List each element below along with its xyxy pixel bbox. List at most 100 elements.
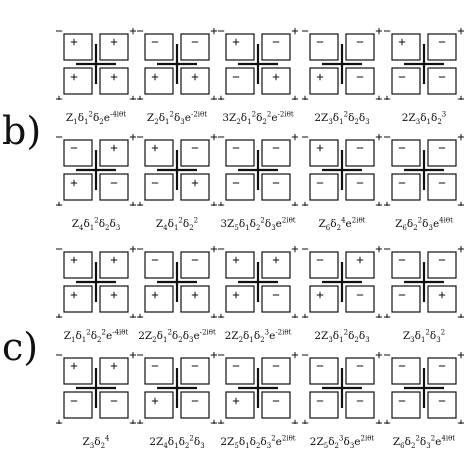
square-4 bbox=[180, 67, 210, 95]
inner-sign-4 bbox=[191, 291, 199, 299]
corner-sign-2 bbox=[457, 28, 464, 35]
square-4 bbox=[99, 391, 129, 419]
corner-sign-2 bbox=[375, 352, 382, 359]
diagram-caption: 2Z2δ1δ23e-2iθt bbox=[224, 328, 292, 345]
square-3 bbox=[63, 391, 93, 419]
diagram-c1-2: 2Z2δ12δ2δ3e-2iθt bbox=[137, 246, 217, 344]
square-2 bbox=[261, 139, 291, 167]
square-1 bbox=[309, 357, 339, 385]
square-2 bbox=[427, 357, 457, 385]
square-4 bbox=[427, 285, 457, 313]
corner-sign-3 bbox=[302, 419, 309, 424]
inner-sign-4 bbox=[438, 291, 446, 299]
square-1 bbox=[309, 139, 339, 167]
corner-sign-3 bbox=[137, 201, 144, 206]
diagram-caption: 2Z4δ1δ22δ3 bbox=[149, 434, 205, 451]
square-1 bbox=[144, 33, 174, 61]
square-1 bbox=[144, 139, 174, 167]
square-2 bbox=[99, 139, 129, 167]
corner-sign-4 bbox=[291, 201, 298, 206]
square-1 bbox=[225, 33, 255, 61]
square-2 bbox=[180, 251, 210, 279]
corner-sign-2 bbox=[291, 246, 298, 253]
square-3 bbox=[63, 67, 93, 95]
inner-sign-4 bbox=[272, 73, 280, 81]
inner-sign-4 bbox=[110, 291, 118, 299]
plaquette-graphic bbox=[137, 352, 217, 424]
inner-sign-3 bbox=[232, 291, 240, 299]
corner-sign-2 bbox=[129, 134, 136, 141]
diagram-caption: 2Z5δ1δ2δ32e2iθt bbox=[220, 434, 296, 451]
square-2 bbox=[345, 33, 375, 61]
corner-sign-2 bbox=[210, 134, 217, 141]
corner-sign-3 bbox=[218, 201, 225, 206]
square-4 bbox=[427, 173, 457, 201]
diagram-caption: Z4δ12δ22 bbox=[155, 216, 199, 233]
inner-sign-2 bbox=[110, 256, 118, 264]
corner-sign-4 bbox=[210, 201, 217, 206]
square-4 bbox=[345, 285, 375, 313]
corner-sign-2 bbox=[129, 246, 136, 253]
corner-sign-2 bbox=[210, 352, 217, 359]
square-3 bbox=[309, 391, 339, 419]
square-3 bbox=[391, 285, 421, 313]
corner-sign-4 bbox=[375, 201, 382, 206]
corner-sign-3 bbox=[56, 201, 63, 206]
diagram-b2-1: Z4δ12δ2δ3 bbox=[56, 134, 136, 232]
square-1 bbox=[225, 251, 255, 279]
corner-sign-2 bbox=[291, 28, 298, 35]
corner-sign-4 bbox=[457, 313, 464, 318]
corner-sign-4 bbox=[129, 419, 136, 424]
diagram-caption: 3Z5δ1δ22δ3e2iθt bbox=[220, 216, 296, 233]
square-3 bbox=[309, 67, 339, 95]
diagram-caption: 2Z3δ1δ23 bbox=[401, 110, 447, 127]
diagram-caption: Z4δ12δ2δ3 bbox=[71, 216, 121, 233]
corner-sign-2 bbox=[457, 352, 464, 359]
diagram-caption: Z2δ12δ3e-2iθt bbox=[146, 110, 208, 127]
square-2 bbox=[427, 33, 457, 61]
corner-sign-2 bbox=[291, 352, 298, 359]
corner-sign-4 bbox=[129, 201, 136, 206]
inner-sign-1 bbox=[232, 38, 240, 46]
inner-sign-3 bbox=[151, 397, 159, 405]
square-1 bbox=[63, 251, 93, 279]
square-2 bbox=[427, 251, 457, 279]
diagram-b2-5: Z6δ22δ3e4iθt bbox=[384, 134, 464, 232]
corner-sign-3 bbox=[137, 419, 144, 424]
square-1 bbox=[225, 357, 255, 385]
diagram-caption: Z6δ24e2iθt bbox=[318, 216, 366, 233]
square-2 bbox=[99, 357, 129, 385]
corner-sign-2 bbox=[129, 28, 136, 35]
plaquette-graphic bbox=[302, 28, 382, 100]
inner-sign-3 bbox=[316, 73, 324, 81]
corner-sign-2 bbox=[291, 134, 298, 141]
corner-sign-2 bbox=[129, 352, 136, 359]
square-2 bbox=[180, 357, 210, 385]
plaquette-graphic bbox=[137, 28, 217, 100]
square-4 bbox=[427, 67, 457, 95]
square-1 bbox=[63, 357, 93, 385]
plaquette-graphic bbox=[302, 134, 382, 206]
square-2 bbox=[261, 251, 291, 279]
diagram-b1-1: Z1δ12δ2e-4iθt bbox=[56, 28, 136, 126]
section-label-c: c) bbox=[2, 325, 39, 369]
plaquette-graphic bbox=[218, 28, 298, 100]
corner-sign-2 bbox=[210, 246, 217, 253]
corner-sign-2 bbox=[457, 134, 464, 141]
plaquette-graphic bbox=[384, 352, 464, 424]
corner-sign-3 bbox=[302, 95, 309, 100]
square-3 bbox=[63, 285, 93, 313]
corner-sign-3 bbox=[218, 419, 225, 424]
diagram-c1-1: Z1δ12δ22e-4iθt bbox=[56, 246, 136, 344]
corner-sign-4 bbox=[375, 95, 382, 100]
square-1 bbox=[391, 357, 421, 385]
corner-sign-4 bbox=[291, 419, 298, 424]
square-3 bbox=[391, 67, 421, 95]
corner-sign-2 bbox=[210, 28, 217, 35]
diagram-c2-3: 2Z5δ1δ2δ32e2iθt bbox=[218, 352, 298, 450]
square-2 bbox=[427, 139, 457, 167]
diagram-c1-5: Z3δ12δ32 bbox=[384, 246, 464, 344]
corner-sign-3 bbox=[137, 313, 144, 318]
corner-sign-2 bbox=[375, 28, 382, 35]
diagram-b1-5: 2Z3δ1δ23 bbox=[384, 28, 464, 126]
